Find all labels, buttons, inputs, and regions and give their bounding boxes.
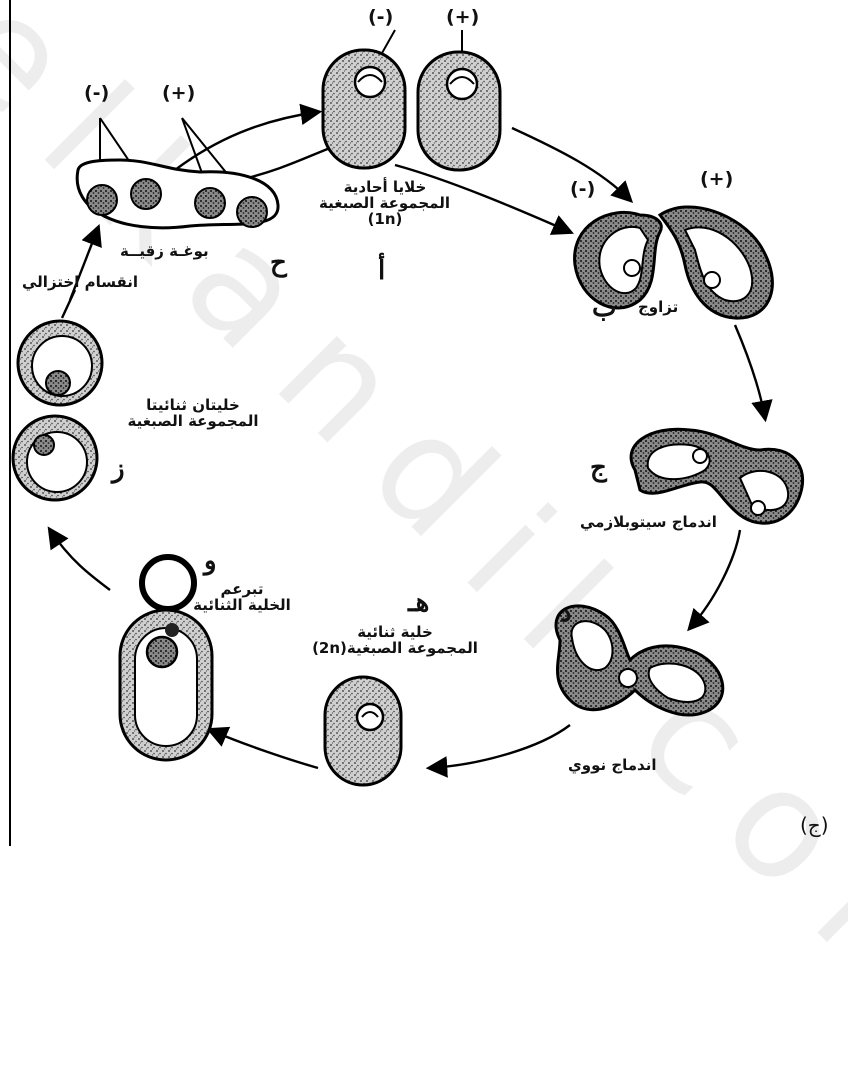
ascus-minus-sign: (-) [84,84,109,104]
two-diploid-cells [13,321,102,500]
stage-ha-letter: ح [270,250,287,277]
mating-plus-sign: (+) [700,170,733,190]
stage-ha-label: بوغـة زقيــة [120,244,209,260]
cytoplasmic-fusion [631,429,803,523]
stage-h-line-2: المجموعة الصبغية(2n) [285,641,505,657]
meiosis-label: انقسام اختزالي [22,275,138,291]
top-plus-sign: (+) [446,8,479,28]
stage-w-line-2: الخلية الثنائية [192,598,292,614]
stage-a-letter: أ [378,258,385,285]
nuclear-fusion [556,606,723,715]
stage-z-letter: ز [112,456,125,483]
stage-b-letter: ب [592,295,616,322]
haploid-cells [323,50,500,170]
stage-c-label: اندماج سيتوبلازمي [580,515,717,531]
stage-c-letter: ج [590,455,607,482]
stage-z-line-2: المجموعة الصبغية [118,414,268,430]
ascus-spore-sac [77,160,278,228]
diploid-cell [325,677,401,785]
stage-a-label: خلايا أحادية المجموعة الصبغية (1n) [320,180,450,227]
stage-z-label: خليتان ثنائيتا المجموعة الصبغية [118,398,268,430]
top-minus-sign: (-) [368,8,393,28]
stage-h-letter: هـ [408,590,429,617]
stage-b-label: تزاوج [638,300,678,316]
figure-label: (ج) [800,815,829,836]
stage-a-line-3: (1n) [320,212,450,228]
stage-w-label: تبرعم الخلية الثنائية [192,582,292,614]
stage-w-letter: و [204,548,217,575]
stage-h-label: خلية ثنائية المجموعة الصبغية(2n) [285,625,505,657]
yeast-life-cycle-diagram: elkandil.com [0,0,848,846]
stage-d-label: اندماج نووي [568,758,657,774]
ascus-plus-sign: (+) [162,84,195,104]
stage-d-letter: د [560,600,572,627]
mating-minus-sign: (-) [570,180,595,200]
